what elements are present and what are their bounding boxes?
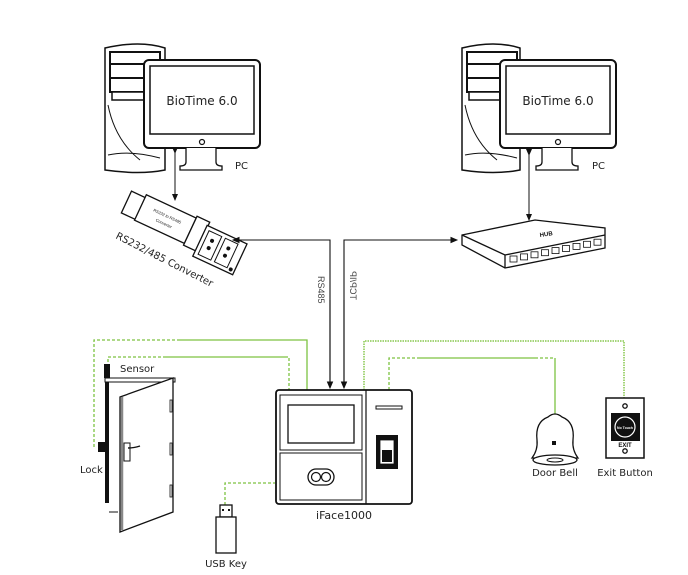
hub-port [509, 255, 518, 263]
pc-right-label: PC [592, 161, 605, 172]
network-hub: HUB [461, 219, 606, 269]
exit-button-plate-text: EXIT [618, 443, 632, 449]
door-handle-plate [123, 442, 131, 462]
monitor-left: BioTime 6.0 [143, 59, 261, 171]
door-lock [98, 442, 106, 452]
exit-button-wire [363, 340, 625, 400]
hub-ports [509, 238, 602, 263]
hub-port [583, 240, 591, 248]
tcpip-label: TCP/IP [348, 271, 358, 300]
exit-button-label: Exit Button [597, 468, 653, 479]
hub-port [572, 242, 581, 250]
door-sensor [104, 364, 110, 378]
sensor-label: Sensor [120, 364, 155, 375]
hub-port [551, 247, 560, 255]
rs232-485-converter: RS232 to RS485 Converter [120, 190, 248, 276]
door-bell [530, 413, 580, 466]
iface1000-device [275, 389, 413, 505]
wiring [93, 339, 625, 510]
monitor-left-screen-text: BioTime 6.0 [166, 94, 237, 108]
door [98, 364, 176, 533]
hub-port [562, 245, 570, 252]
lock-wire [93, 339, 180, 447]
usb-key [215, 504, 237, 554]
exit-button[interactable]: No Touch EXIT [605, 397, 645, 459]
card-reader-slot [375, 405, 403, 410]
lock-label: Lock [80, 465, 103, 476]
pc-left-label: PC [235, 161, 248, 172]
device-screen[interactable] [287, 404, 355, 444]
rs485-line [231, 236, 331, 385]
pc-right: BioTime 6.0 PC [461, 43, 617, 174]
pc-left: BioTime 6.0 PC [104, 43, 261, 174]
usb-key-label: USB Key [205, 559, 247, 570]
monitor-right: BioTime 6.0 [499, 59, 617, 171]
door-bell-label: Door Bell [532, 468, 578, 479]
device-label: iFace1000 [316, 509, 372, 522]
hub-port [530, 251, 539, 259]
door-leaf[interactable] [119, 377, 174, 533]
exit-button-face-text: No Touch [617, 426, 633, 430]
rs485-label: RS485 [316, 276, 326, 304]
hub-port [520, 253, 528, 261]
tcpip-line [343, 236, 459, 385]
hub-port [593, 238, 602, 246]
door-bell-wire [388, 357, 420, 390]
door-handle[interactable] [127, 445, 141, 449]
monitor-right-screen-text: BioTime 6.0 [522, 94, 593, 108]
hub-port [541, 249, 549, 257]
data-lines: RS485 TCP/IP [231, 236, 459, 390]
hub-label: HUB [539, 231, 553, 239]
usb-wire [224, 482, 275, 510]
